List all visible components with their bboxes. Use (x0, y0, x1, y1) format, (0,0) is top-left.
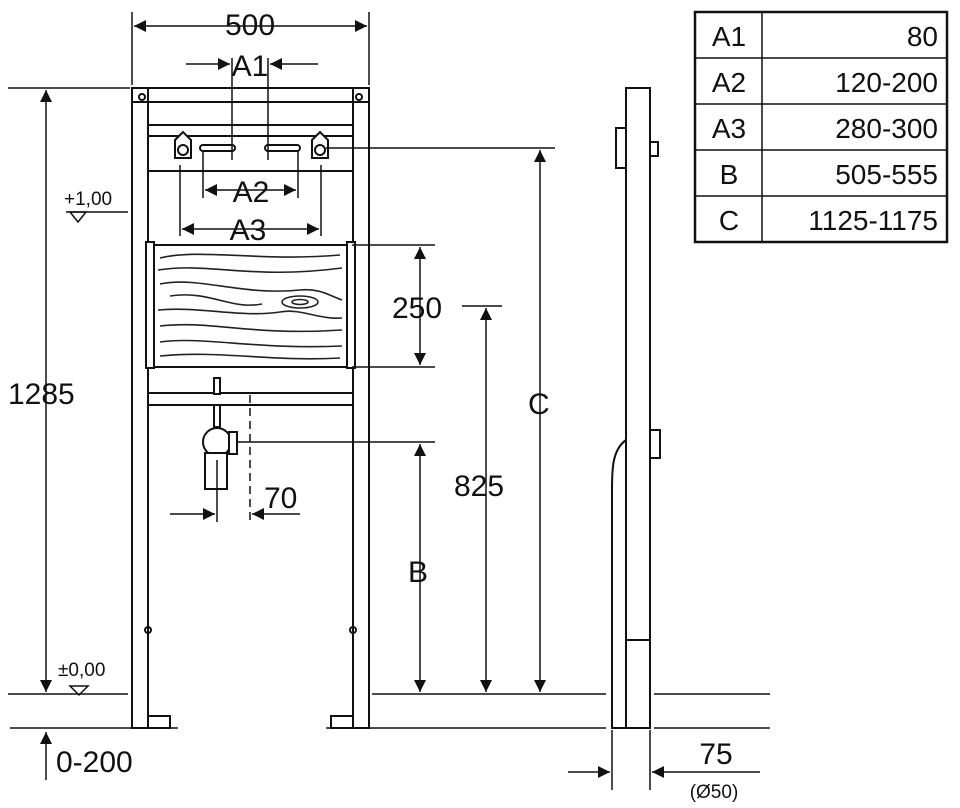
left-foot (147, 715, 171, 729)
dim-pipe: (Ø50) (690, 782, 739, 803)
table-row: A3 280-300 (712, 113, 938, 144)
table-key: A2 (712, 67, 746, 98)
wooden-board (145, 241, 356, 369)
table-key: C (719, 205, 739, 236)
table-value: 505-555 (835, 159, 938, 190)
top-rail (131, 87, 370, 103)
dim-a3: A3 (230, 214, 267, 247)
dim-board: 250 (392, 292, 442, 325)
dim-b: B (408, 556, 428, 589)
dim-depth: 75 (699, 738, 732, 771)
dim-outlet: 825 (454, 470, 504, 503)
side-view (611, 87, 661, 729)
dim-floor-range: 0-200 (56, 746, 133, 779)
table-row: A2 120-200 (712, 67, 938, 98)
table-value: 1125-1175 (808, 205, 938, 236)
dim-a1: A1 (232, 50, 269, 83)
dim-height: 1285 (8, 378, 75, 411)
table-key: B (720, 159, 739, 190)
dim-offset: 70 (264, 482, 297, 515)
drain-fitting (202, 377, 238, 490)
table-row: B 505-555 (720, 159, 938, 190)
dimension-table: A1 80 A2 120-200 A3 280-300 B 505-555 C … (693, 10, 949, 244)
level-floor-icon (68, 685, 90, 697)
dim-width: 500 (225, 9, 275, 42)
level-floor: ±0,00 (58, 660, 105, 681)
right-foot (330, 715, 354, 729)
table-value: 120-200 (835, 67, 938, 98)
table-value: 280-300 (835, 113, 938, 144)
level-upper-icon (68, 211, 88, 224)
table-key: A1 (712, 21, 746, 52)
level-upper: +1,00 (64, 189, 112, 210)
table-key: A3 (712, 113, 746, 144)
dim-c: C (528, 388, 550, 421)
table-row: A1 80 (712, 21, 938, 52)
stud-bolts (174, 130, 329, 159)
table-row: C 1125-1175 (719, 205, 938, 236)
level-markers (68, 211, 90, 697)
table-value: 80 (907, 21, 938, 52)
dim-a2: A2 (233, 176, 270, 209)
cross-rail (147, 392, 354, 406)
